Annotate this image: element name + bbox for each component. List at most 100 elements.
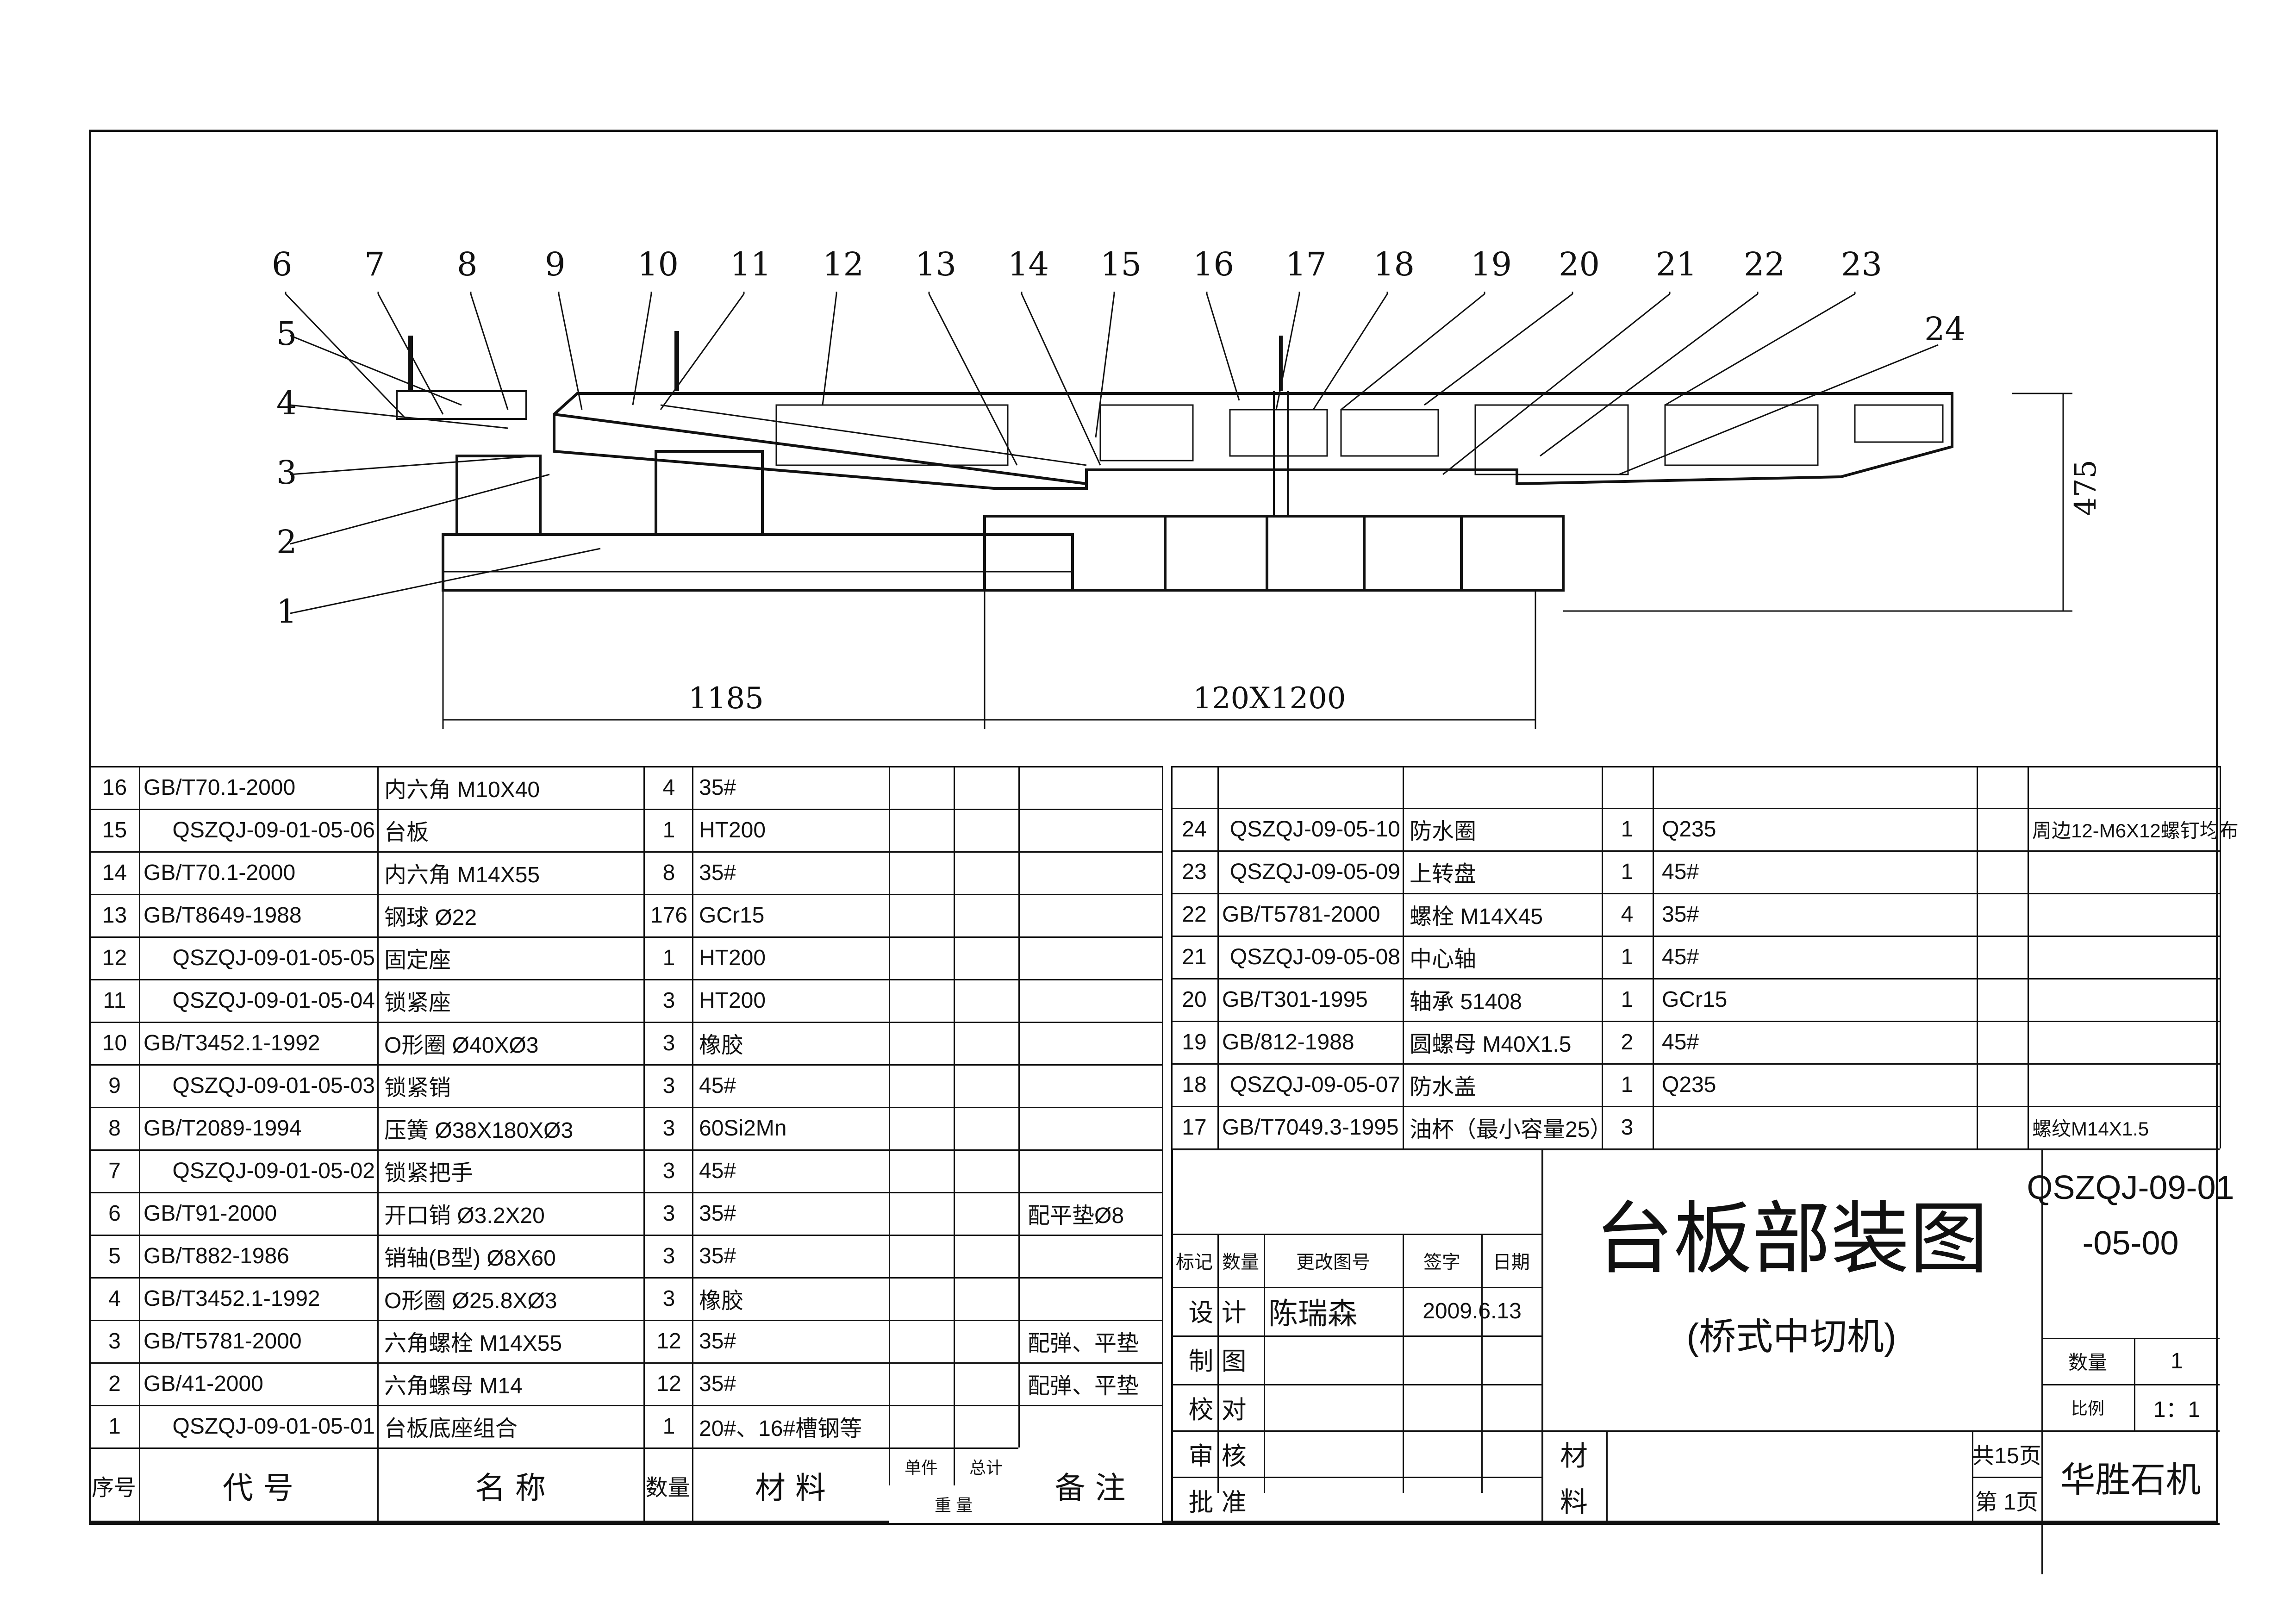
bom-row-material: HT200 [699, 817, 766, 842]
grid-line [1403, 766, 1404, 1148]
bom-row-name: 六角螺栓 M14X55 [384, 1331, 562, 1356]
grid-line [139, 766, 140, 1523]
bom-row-material: 35# [1662, 902, 1699, 927]
bom-row-name: 固定座 [384, 948, 451, 973]
bom-row-no: 19 [1182, 1029, 1207, 1054]
bom-row-name: 油杯（最小容量25） [1410, 1117, 1612, 1142]
bom-row-code: GB/T8649-1988 [144, 903, 302, 928]
bom-row-no: 22 [1182, 902, 1207, 927]
bom-row-note [2032, 936, 2217, 978]
balloon-label: 19 [1471, 245, 1512, 283]
bom-row-no: 12 [102, 945, 127, 970]
grid-line [1481, 1234, 1483, 1493]
bom-row-qty: 3 [662, 1158, 675, 1183]
bom-row-name: 锁紧把手 [384, 1161, 474, 1185]
bom-row-note [2032, 1021, 2217, 1063]
balloon-label: 13 [915, 245, 956, 283]
bom-row-qty: 3 [662, 988, 675, 1013]
bom-row-note [1028, 1235, 1162, 1277]
balloon-label: 16 [1193, 245, 1234, 283]
bom-row-material: 60Si2Mn [699, 1116, 787, 1141]
rev-header: 日期 [1493, 1252, 1530, 1273]
bom-row-note [1028, 1064, 1162, 1107]
grid-line [2041, 1338, 2220, 1339]
grid-line [1972, 1477, 2041, 1478]
bom-header-note: 备 注 [1018, 1447, 1162, 1523]
bom-row-qty: 12 [656, 1371, 681, 1396]
bom-row-code: GB/T70.1-2000 [144, 860, 296, 885]
bom-row-name: 轴承 51408 [1410, 990, 1522, 1014]
bom-row-note: 螺纹M14X1.5 [2032, 1117, 2149, 1140]
bom-row-no: 10 [102, 1030, 127, 1055]
bom-row-note [1028, 979, 1162, 1022]
bom-row-qty: 1 [1621, 1072, 1634, 1097]
balloon-label: 12 [823, 245, 864, 283]
bom-row-no: 6 [108, 1201, 121, 1226]
bom-row-name: 锁紧销 [384, 1076, 451, 1100]
drawing-subtitle: (桥式中切机) [1686, 1316, 1897, 1357]
bom-row-note [1028, 1277, 1162, 1320]
bom-row-no: 24 [1182, 817, 1207, 842]
bom-row-code: GB/T882-1986 [144, 1243, 289, 1268]
bom-row-note [1028, 766, 1162, 809]
bom-row-name: 压簧 Ø38X180XØ3 [384, 1118, 574, 1143]
bom-row-code: GB/T70.1-2000 [144, 775, 296, 800]
grid-line [954, 766, 955, 1523]
grid-line [89, 1022, 1162, 1023]
dimension-120x1200: 120X1200 [1193, 681, 1346, 716]
grid-line [89, 1277, 1162, 1279]
bom-row-code: GB/T5781-2000 [144, 1329, 302, 1354]
bom-row-no: 17 [1182, 1115, 1207, 1140]
bom-row-material: 35# [699, 1201, 736, 1226]
grid-line [1264, 1234, 1265, 1493]
grid-line [2041, 1430, 2043, 1523]
grid-line [1171, 1148, 2220, 1150]
bom-row-note [2032, 850, 2217, 893]
grid-line [1541, 1148, 1543, 1523]
bom-row-no: 14 [102, 860, 127, 885]
bom-row-no: 1 [108, 1414, 121, 1439]
balloon-label: 8 [457, 245, 478, 283]
bom-row-qty: 8 [662, 860, 675, 885]
bom-row-no: 15 [102, 817, 127, 842]
grid-line [1171, 808, 2220, 809]
bom-row-no: 23 [1182, 859, 1207, 884]
grid-line [1602, 766, 1603, 1148]
bom-row-name: O形圈 Ø40XØ3 [384, 1033, 539, 1058]
bom-row-no: 11 [103, 988, 126, 1013]
bom-row-no: 18 [1182, 1072, 1207, 1097]
bom-row-no: 8 [108, 1116, 121, 1141]
design-date: 2009.6.13 [1423, 1299, 1522, 1323]
bom-row-qty: 1 [1621, 944, 1634, 969]
bom-row-note [1028, 809, 1162, 851]
grid-line [1606, 1430, 1608, 1523]
bom-row-no: 2 [108, 1371, 121, 1396]
signature-label: 校 对 [1188, 1395, 1247, 1424]
balloon-label: 4 [276, 384, 297, 422]
bom-row-material: 35# [699, 775, 736, 800]
quantity-label: 数量 [2068, 1351, 2107, 1373]
bom-row-material [1662, 1106, 1972, 1148]
bom-row-qty: 1 [1621, 987, 1634, 1012]
grid-line [1171, 766, 2220, 767]
grid-line [1541, 1430, 2220, 1432]
dimension-labels: 1185 120X1200 475 [688, 460, 2103, 716]
scale-value: 1：1 [2153, 1397, 2201, 1422]
signature-label: 制 图 [1188, 1346, 1247, 1376]
bom-row-code: GB/T3452.1-1992 [144, 1286, 320, 1311]
table-plate [396, 331, 1953, 592]
bom-row-name: 台板 [384, 820, 429, 845]
bom-row-no: 4 [108, 1286, 121, 1311]
rev-header: 签字 [1423, 1252, 1460, 1273]
balloon-label: 11 [730, 245, 771, 283]
bom-row-code: QSZQJ-09-01-05-04 [172, 988, 375, 1013]
bom-row-note [1028, 1405, 1162, 1447]
bom-row-name: 防水盖 [1410, 1075, 1477, 1099]
bom-row-code: QSZQJ-09-05-08 [1229, 944, 1400, 969]
bom-row-code: GB/T301-1995 [1222, 987, 1368, 1012]
balloon-label: 6 [272, 245, 293, 283]
material-label: 材 [1560, 1440, 1588, 1472]
dimension-lines [442, 393, 2072, 729]
grid-line [2220, 766, 2221, 1148]
grid-line [1171, 1430, 1541, 1432]
